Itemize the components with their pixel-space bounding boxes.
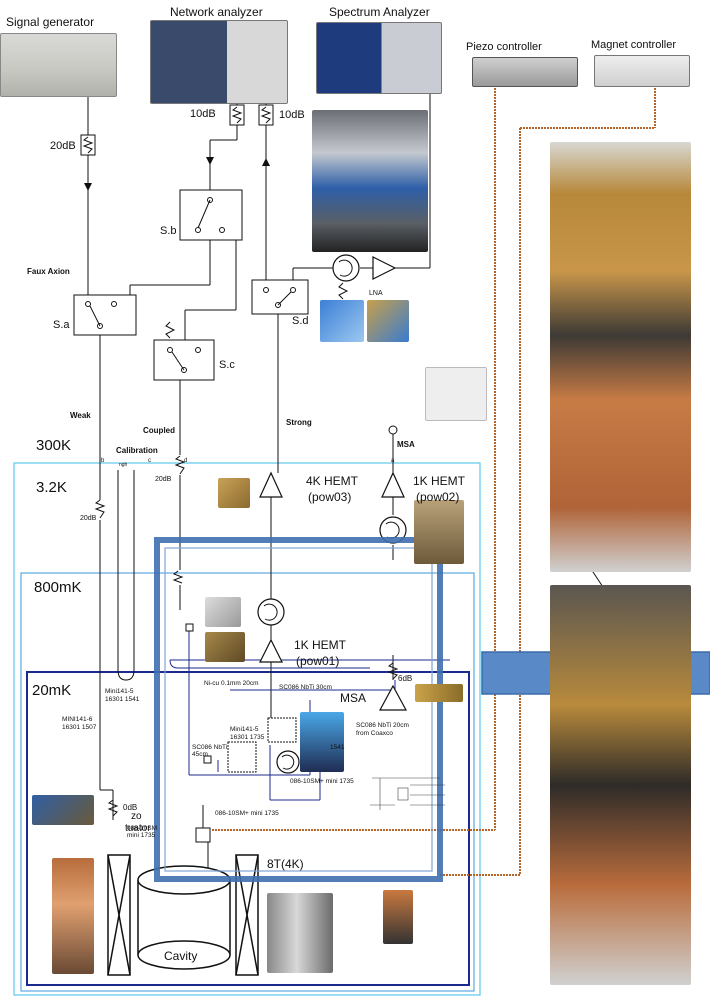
switch-sc-label: S.c — [219, 360, 235, 371]
hemt-1k-top-label-line1: 1K HEMT — [413, 475, 465, 487]
calibration-label: Calibration — [116, 447, 158, 455]
signal-generator-label: Signal generator — [6, 16, 94, 28]
attenuator-boxes — [81, 105, 273, 155]
schematic-inset — [370, 778, 445, 810]
hemt-4k-label-line1: 4K HEMT — [306, 475, 358, 487]
hemt-1k-bottom-label-line2: (pow01) — [296, 655, 339, 667]
cable-mini141-6-line1: MINI141-6 — [62, 716, 92, 723]
switch-sb-label: S.b — [160, 226, 177, 237]
port-a-label: a — [391, 458, 394, 464]
cable-sc086-20-line2: from Coaxco — [356, 730, 393, 737]
switch-sa-label: S.a — [53, 320, 70, 331]
cable-mini141-5b-line2: 16301 1735 — [230, 734, 264, 741]
piezo-controller-label: Piezo controller — [466, 42, 542, 53]
stage-20mk-label: 20mK — [32, 683, 71, 698]
spectrum-analyzer-label: Spectrum Analyzer — [329, 6, 430, 18]
port-d-label: d — [184, 458, 187, 464]
cable-sc086-30: SC086 NbTi 30cm — [279, 684, 332, 691]
cable-mini141-5a-line1: Mini141-5 — [105, 688, 134, 695]
cavity-photo — [267, 893, 333, 973]
piezo-actuator-line1: zo — [131, 812, 142, 822]
cable-086-10sm-a: 086-10SM+ mini 1735 — [290, 778, 354, 785]
hemt-1k-top-label-line2: (pow02) — [416, 491, 459, 503]
circulator-photo — [205, 597, 241, 627]
msa-photo — [415, 684, 463, 702]
component-photo-2 — [367, 300, 409, 342]
weak-label: Weak — [70, 412, 91, 420]
rack-photo — [312, 110, 428, 252]
cable-mini141-5a-line2: 16301 1541 — [105, 696, 139, 703]
piezo-actuator-line2: tuator — [125, 824, 151, 834]
piezo-photo — [32, 795, 94, 825]
cable-nicu: Ni-cu 0.1mm 20cm — [204, 680, 259, 687]
atten-20db-sg: 20dB — [50, 141, 76, 152]
spectrum-analyzer-photo — [316, 22, 442, 94]
coupled-label: Coupled — [143, 427, 175, 435]
piezo-controller-photo — [472, 57, 578, 87]
board-photo — [425, 367, 487, 421]
cable-086-10sm-b: 086-10SM+ mini 1735 — [215, 810, 279, 817]
port-c-label: c — [148, 458, 151, 464]
cavity-frame-photo — [52, 858, 94, 974]
signal-generator-photo — [0, 33, 117, 97]
cable-sc086-20-line1: SC086 NbTi 20cm — [356, 722, 409, 729]
atten-10db-right: 10dB — [279, 110, 305, 121]
atten-10db-left: 10dB — [190, 109, 216, 120]
stage-300k-label: 300K — [36, 438, 71, 453]
hemt-1k-bottom-label-line1: 1K HEMT — [294, 639, 346, 651]
cable-mini141-5b-line1: Mini141-5 — [230, 726, 259, 733]
cable-photo — [300, 712, 344, 772]
stage-800mk-label: 800mK — [34, 580, 82, 595]
fridge-photo-top — [550, 142, 691, 572]
network-analyzer-photo — [150, 20, 288, 104]
stage-3-2k-label: 3.2K — [36, 480, 67, 495]
fridge-photo-bottom — [550, 585, 691, 985]
hemt-photo-2 — [414, 500, 464, 564]
msa-amp-label: MSA — [340, 692, 366, 704]
cavity-label: Cavity — [164, 950, 197, 962]
component-photo-1 — [320, 300, 364, 342]
ngh-label: ngh — [119, 463, 127, 468]
tuner-photo — [383, 890, 413, 944]
lna-label: LNA — [369, 290, 383, 297]
hemt-photo-1 — [218, 478, 250, 508]
atten-20db-weak: 20dB — [80, 515, 96, 522]
amp-photo — [205, 632, 245, 662]
magnet-controller-label: Magnet controller — [591, 40, 676, 51]
switch-sd-label: S.d — [292, 316, 309, 327]
signal-arrows — [84, 157, 270, 191]
port-b-label: b — [101, 458, 104, 464]
cable-1541: 1541 — [330, 744, 344, 751]
msa-line-label: MSA — [397, 441, 415, 449]
magnet-label: 8T(4K) — [267, 858, 304, 870]
hemt-4k-label-line2: (pow03) — [308, 491, 351, 503]
cable-sc086-45-line2: 45cm — [192, 751, 208, 758]
cable-mini141-6-line2: 16301 1507 — [62, 724, 96, 731]
network-analyzer-label: Network analyzer — [170, 6, 263, 18]
atten-20db-calib: 20dB — [155, 476, 171, 483]
strong-label: Strong — [286, 419, 312, 427]
atten-6db-msa: 6dB — [398, 675, 412, 683]
magnet-controller-photo — [594, 55, 690, 87]
faux-axion-label: Faux Axion — [27, 268, 70, 276]
